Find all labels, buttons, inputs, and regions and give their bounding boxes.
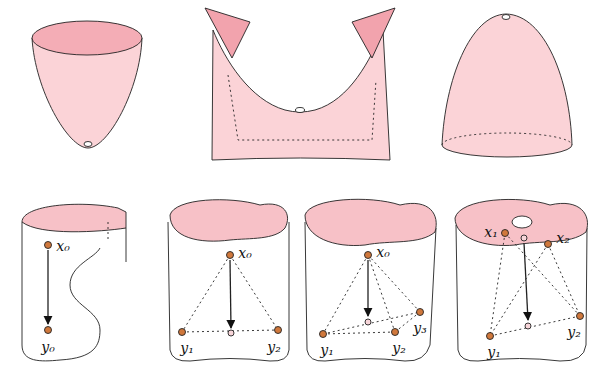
dotted-path: [182, 255, 278, 332]
saddle-surface: [212, 30, 390, 160]
hidden-edge: [228, 75, 376, 140]
dome-hole: [502, 15, 510, 20]
point-label: y₀: [41, 340, 55, 354]
flow-arrow: [47, 250, 48, 324]
pale-point: [228, 330, 234, 336]
point-label: y₁: [320, 343, 334, 357]
critical-point: [45, 327, 52, 334]
critical-point: [502, 230, 509, 237]
critical-point: [275, 327, 282, 334]
flow-arrow: [230, 260, 231, 328]
critical-point: [320, 331, 327, 338]
point-label: x₀: [56, 239, 70, 253]
point-label: y₂: [267, 340, 281, 354]
critical-point: [227, 252, 234, 259]
point-label: x₂: [556, 231, 570, 245]
saddle-hole: [296, 108, 305, 113]
critical-point: [577, 313, 584, 320]
top-face: [305, 199, 436, 245]
critical-point: [365, 252, 372, 259]
pale-point: [365, 319, 371, 325]
point-label: y₁: [180, 341, 194, 355]
top-face: [22, 204, 126, 231]
flow-arrow: [524, 243, 528, 320]
bowl-rim: [32, 21, 142, 55]
solid-outline: [22, 222, 100, 361]
solid-outline: [456, 225, 587, 361]
critical-point: [487, 333, 494, 340]
critical-point: [417, 309, 424, 316]
bowl-hole: [84, 142, 92, 147]
point-label: y₁: [487, 345, 501, 359]
handle-hole: [512, 216, 532, 228]
pale-point: [525, 323, 531, 329]
critical-point: [45, 242, 52, 249]
point-label: y₂: [567, 325, 581, 339]
saddle-flap: [205, 8, 250, 58]
point-label: x₁: [484, 225, 498, 239]
hidden-edge: [442, 133, 572, 145]
critical-point: [392, 329, 399, 336]
solid-outline: [168, 222, 289, 361]
critical-point: [179, 329, 186, 336]
solid-outline: [126, 228, 127, 262]
point-label: y₃: [413, 321, 427, 335]
dotted-path: [490, 233, 580, 336]
critical-point: [545, 241, 552, 248]
flow-arrow: [367, 260, 368, 316]
hidden-edge: [108, 222, 109, 240]
dotted-path: [323, 255, 420, 334]
dome-surface: [442, 14, 572, 157]
saddle-flap: [352, 8, 395, 58]
top-face: [170, 200, 288, 241]
point-label: x₀: [376, 245, 390, 259]
point-label: y₂: [392, 341, 406, 355]
top-face: [455, 199, 588, 245]
pale-point: [521, 235, 527, 241]
point-label: x₀: [238, 246, 252, 260]
